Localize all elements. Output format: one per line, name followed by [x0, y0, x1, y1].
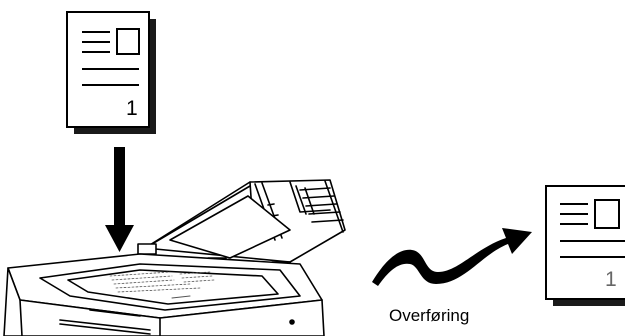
transfer-caption: Overføring	[389, 306, 469, 325]
curved-transfer-arrow-icon	[372, 228, 532, 286]
source-page-number: 1	[126, 97, 138, 120]
source-page-icon: 1	[67, 12, 156, 134]
received-page-number: 1	[605, 268, 617, 291]
flatbed-scanner-icon	[4, 180, 345, 336]
down-arrow-icon	[105, 147, 134, 252]
received-page-icon: 1	[546, 186, 625, 306]
